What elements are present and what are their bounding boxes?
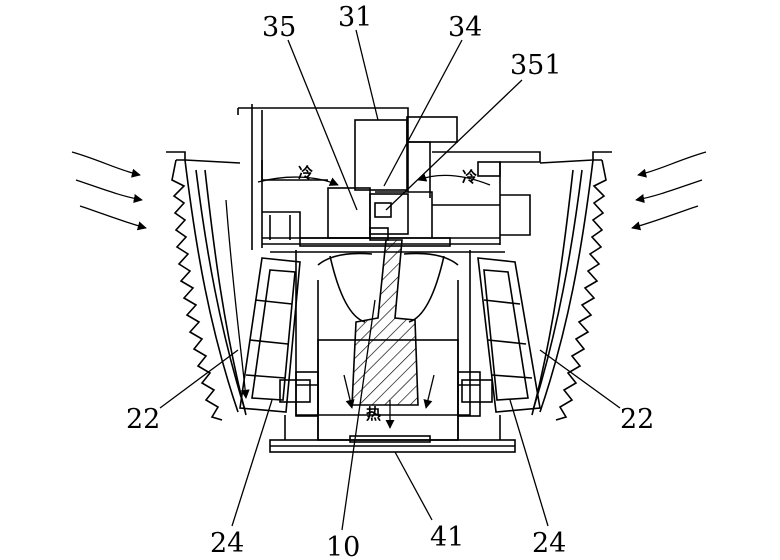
led-module-left bbox=[239, 257, 311, 413]
bottom-base-41 bbox=[269, 415, 516, 453]
label-31: 31 bbox=[338, 2, 372, 33]
label-34: 34 bbox=[448, 12, 482, 43]
airflow-arrows bbox=[71, 151, 707, 429]
mounting-plate bbox=[262, 227, 505, 253]
flow-mark-cold-left: 冷 bbox=[298, 164, 313, 182]
leader-lines bbox=[159, 29, 621, 531]
label-22-left: 22 bbox=[126, 404, 160, 435]
flow-mark-hot: 热 bbox=[366, 405, 381, 423]
label-41: 41 bbox=[430, 522, 464, 553]
label-351: 351 bbox=[510, 50, 562, 81]
label-24-left: 24 bbox=[210, 528, 244, 559]
reflector-left bbox=[204, 169, 247, 416]
reflector-right bbox=[531, 169, 574, 416]
flow-mark-cold-right: 冷 bbox=[462, 168, 477, 186]
heat-pipe-10 bbox=[351, 239, 419, 406]
label-10: 10 bbox=[326, 532, 360, 560]
label-35: 35 bbox=[262, 12, 296, 43]
top-housing bbox=[237, 104, 541, 250]
led-module-right bbox=[461, 257, 541, 413]
heat-sink-right bbox=[532, 151, 612, 421]
label-24-right: 24 bbox=[532, 528, 566, 559]
label-22-right: 22 bbox=[620, 404, 654, 435]
heat-sink-left bbox=[166, 151, 246, 421]
